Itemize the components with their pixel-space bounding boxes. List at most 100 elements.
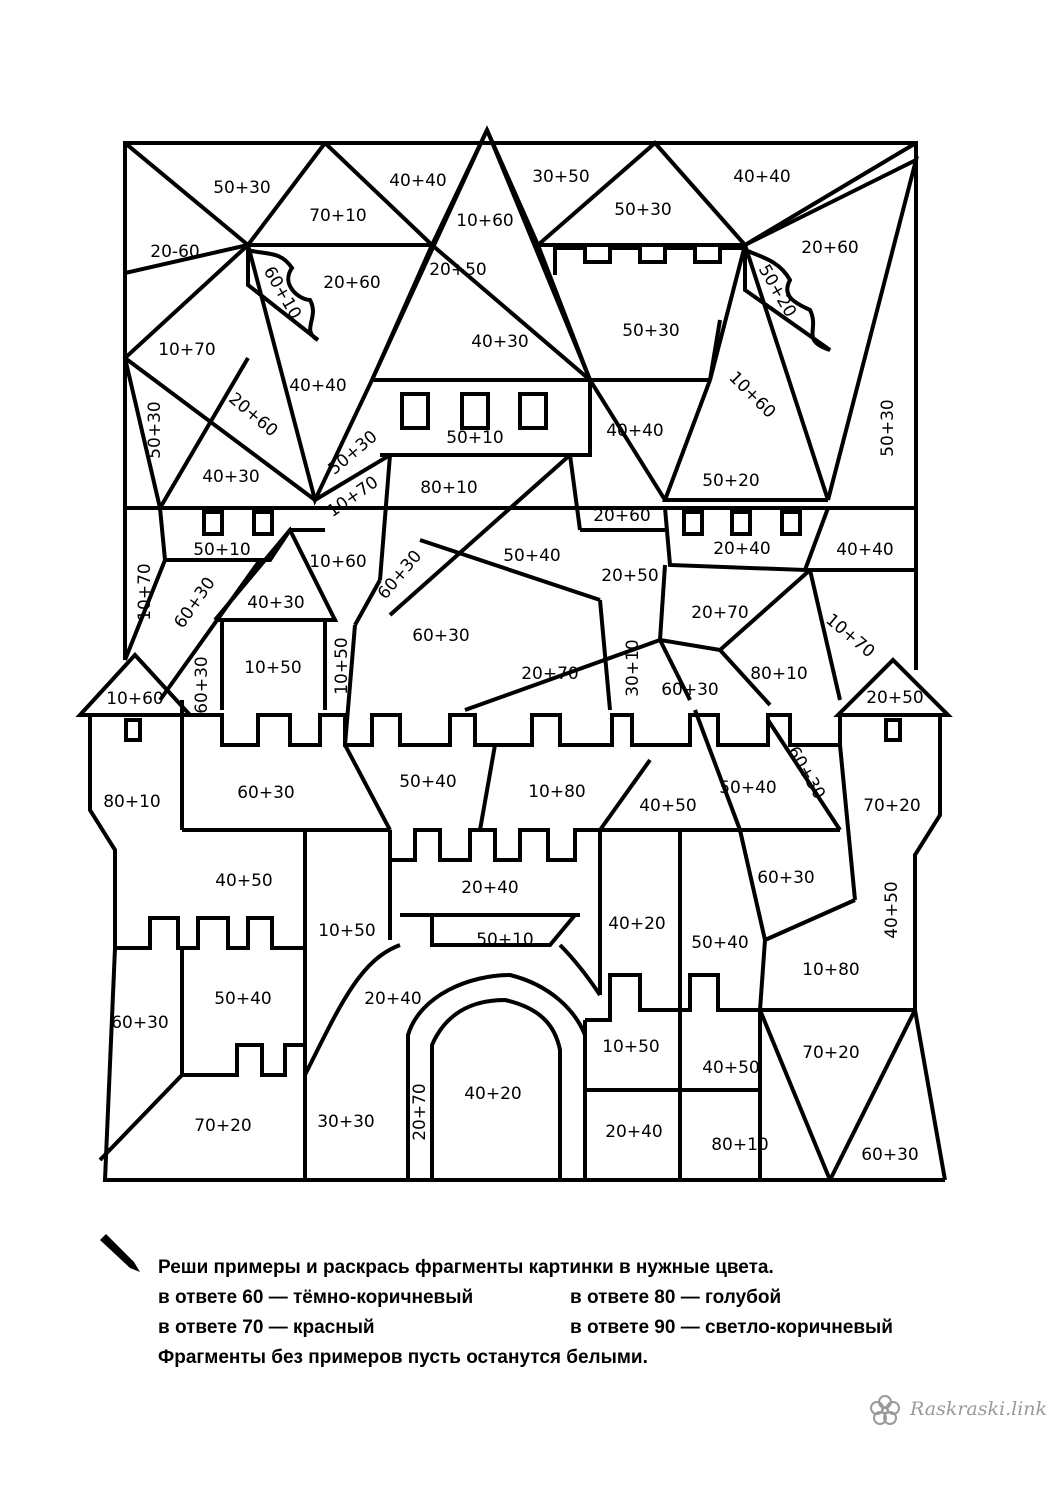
castle-coloring-picture: 50+30 70+10 40+40 30+50 40+40 20-60 10+6…	[75, 125, 953, 1182]
instructions-title: Реши примеры и раскрась фрагменты картин…	[158, 1257, 774, 1278]
mid-lines	[388, 453, 572, 617]
region-label: 40+20	[464, 1084, 522, 1104]
gate-arch	[430, 997, 562, 1180]
wall-lines	[478, 744, 497, 831]
region-label: 20+40	[461, 878, 519, 898]
right-lines	[598, 599, 612, 711]
crenel	[730, 510, 752, 536]
region-label: 50+40	[503, 546, 561, 566]
region-label: 80+10	[750, 664, 808, 684]
region-label: 20+60	[593, 506, 651, 526]
region-label: 70+20	[802, 1043, 860, 1063]
region-label: 40+50	[882, 881, 902, 939]
region-label: 60+30	[861, 1145, 919, 1165]
region-label: 40+50	[702, 1058, 760, 1078]
region-label: 50+10	[193, 540, 251, 560]
region-label: 40+30	[202, 467, 260, 487]
region-label: 60+30	[783, 743, 829, 803]
right-turret-roof	[833, 657, 953, 717]
flower-icon	[870, 1395, 900, 1425]
wall-lines	[766, 718, 842, 832]
region-label: 10+50	[318, 921, 376, 941]
region-label: 10+60	[725, 368, 780, 423]
wall-lines	[343, 744, 392, 831]
wall-lines	[758, 1009, 832, 1181]
frame-outline	[123, 141, 918, 508]
region-label: 20+50	[866, 688, 924, 708]
instructions-footer: Фрагменты без примеров пусть останутся б…	[158, 1347, 648, 1368]
right-lines	[464, 638, 661, 712]
region-label: 40+40	[836, 540, 894, 560]
region-label: 40+50	[639, 796, 697, 816]
right-lines	[718, 648, 772, 707]
region-label: 80+10	[103, 792, 161, 812]
right-crenel	[553, 246, 745, 275]
mid-lines	[419, 538, 601, 602]
instructions-row: в ответе 70 — красный в ответе 90 — свет…	[158, 1313, 1018, 1343]
region-label: 20-60	[150, 242, 199, 262]
region-label: 50+40	[399, 772, 457, 792]
left-low-crenel	[182, 1043, 305, 1077]
region-label: 30+10	[623, 639, 643, 697]
region-label: 60+30	[757, 868, 815, 888]
region-label: 50+10	[446, 428, 504, 448]
region-label: 30+50	[532, 167, 590, 187]
main-wall-top	[180, 713, 842, 747]
instructions: Реши примеры и раскрась фрагменты картин…	[158, 1253, 1018, 1373]
region-label: 50+30	[145, 401, 165, 459]
gate-arch	[406, 972, 587, 1180]
wall-lines	[693, 709, 742, 831]
sky-lines	[124, 243, 249, 275]
left-lines	[353, 579, 382, 626]
color-rule: в ответе 70 — красный	[158, 1317, 375, 1338]
sky-lines	[485, 129, 592, 381]
flag-right	[743, 247, 832, 352]
region-label: 50+40	[214, 989, 272, 1009]
left-turret-roof	[75, 652, 195, 717]
region-label: 70+10	[309, 206, 367, 226]
region-label: 50+40	[719, 778, 777, 798]
region-label: 20+60	[225, 389, 282, 441]
region-label: 70+20	[863, 796, 921, 816]
wall-lines	[828, 1009, 917, 1181]
wall-lines	[558, 943, 602, 997]
wall-lines	[303, 943, 401, 1076]
color-rule: в ответе 80 — голубой	[570, 1287, 782, 1308]
wall-lines	[913, 1009, 947, 1181]
right-lines	[808, 569, 842, 701]
region-label: 50+20	[702, 471, 760, 491]
region-label: 20+50	[601, 566, 659, 586]
region-label: 20+40	[364, 989, 422, 1009]
region-label: 50+30	[213, 178, 271, 198]
region-label: 10+60	[106, 689, 164, 709]
region-label: 60+30	[412, 626, 470, 646]
region-label: 10+50	[602, 1037, 660, 1057]
mid-lines	[588, 378, 667, 502]
color-rule: в ответе 60 — тёмно-коричневый	[158, 1287, 474, 1308]
region-label: 10+50	[332, 637, 352, 695]
region-label: 20+70	[410, 1083, 430, 1141]
sky-lines	[430, 243, 592, 382]
region-label: 60+30	[192, 656, 212, 714]
window	[460, 392, 490, 430]
left-low-crenel	[115, 916, 305, 950]
wall-lines	[98, 1073, 184, 1162]
region-label: 80+10	[711, 1135, 769, 1155]
region-label: 50+30	[878, 399, 898, 457]
region-label: 20+70	[691, 603, 749, 623]
crenel	[682, 510, 704, 536]
wall-lines	[102, 947, 945, 1182]
left-turret	[88, 715, 117, 948]
instructions-row: в ответе 60 — тёмно-коричневый в ответе …	[158, 1283, 1018, 1313]
region-label: 40+40	[389, 171, 447, 191]
region-label: 10+70	[324, 472, 383, 521]
region-label: 50+10	[476, 930, 534, 950]
region-label: 50+30	[325, 427, 382, 479]
sky-lines	[743, 244, 830, 501]
region-label: 30+30	[317, 1112, 375, 1132]
wall-lines	[838, 744, 857, 901]
watermark: Raskraski.link	[910, 1398, 1048, 1420]
left-tower-roof	[213, 526, 339, 622]
region-label: 10+70	[158, 340, 216, 360]
region-label: 20+70	[521, 664, 579, 684]
